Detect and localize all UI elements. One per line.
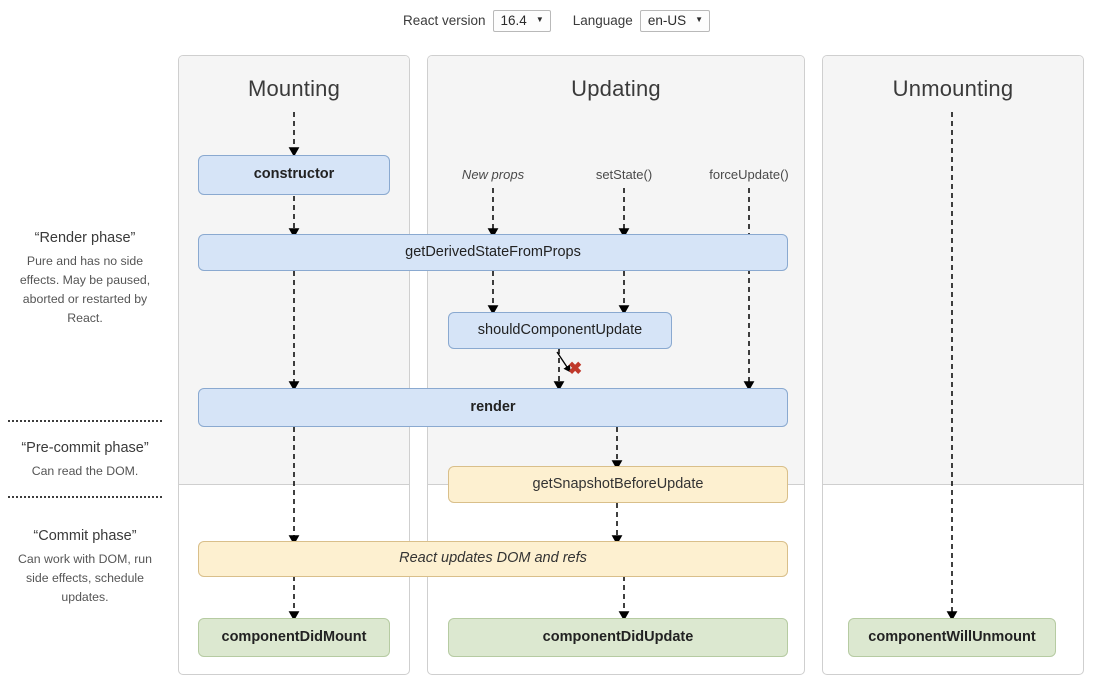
- phase-description: Can read the DOM.: [31, 464, 139, 478]
- column-unmounting: Unmounting: [822, 55, 1084, 675]
- node-component-did-mount[interactable]: componentDidMount: [198, 618, 390, 657]
- node-render[interactable]: render: [198, 388, 788, 427]
- react-version-control: React version 16.4 ▼: [402, 9, 551, 33]
- language-control: Language en-US ▼: [572, 9, 710, 33]
- phase-rail: “Render phase” Pure and has no side effe…: [0, 230, 170, 607]
- phase-title: “Pre-commit phase”: [21, 440, 149, 456]
- column-title: Updating: [571, 76, 661, 101]
- trigger-set-state: setState(): [595, 167, 653, 182]
- phase-commit: “Commit phase” Can work with DOM, run si…: [0, 498, 170, 607]
- trigger-new-props: New props: [461, 167, 525, 182]
- chevron-down-icon: ▼: [695, 14, 703, 24]
- language-value: en-US: [647, 12, 687, 28]
- toolbar: React version 16.4 ▼ Language en-US ▼: [0, 6, 1113, 36]
- trigger-force-update: forceUpdate(): [709, 167, 789, 182]
- phase-description: Pure and has no side effects. May be pau…: [19, 254, 151, 326]
- phase-divider: [8, 420, 162, 422]
- phase-divider: [8, 496, 162, 498]
- skip-render-x-icon: ✖: [568, 359, 583, 378]
- node-should-component-update[interactable]: shouldComponentUpdate: [448, 312, 672, 349]
- node-get-snapshot-before-update[interactable]: getSnapshotBeforeUpdate: [448, 466, 788, 503]
- phase-description: Can work with DOM, run side effects, sch…: [18, 552, 152, 605]
- column-updating: Updating: [427, 55, 805, 675]
- node-get-derived-state-from-props[interactable]: getDerivedStateFromProps: [198, 234, 788, 271]
- react-version-select[interactable]: 16.4 ▼: [492, 9, 551, 33]
- language-select[interactable]: en-US ▼: [639, 9, 710, 33]
- language-label: Language: [572, 13, 633, 29]
- node-constructor[interactable]: constructor: [198, 155, 390, 195]
- react-version-value: 16.4: [500, 12, 527, 28]
- column-title: Mounting: [247, 76, 341, 101]
- node-component-did-update[interactable]: componentDidUpdate: [448, 618, 788, 657]
- node-react-updates-dom-and-refs[interactable]: React updates DOM and refs: [198, 541, 788, 577]
- column-mounting: Mounting: [178, 55, 410, 675]
- phase-title: “Commit phase”: [33, 528, 137, 544]
- react-version-label: React version: [402, 13, 486, 29]
- phase-pre-commit: “Pre-commit phase” Can read the DOM.: [0, 422, 170, 496]
- column-title: Unmounting: [892, 76, 1014, 101]
- node-component-will-unmount[interactable]: componentWillUnmount: [848, 618, 1056, 657]
- column-render-region: [823, 56, 1083, 485]
- phase-title: “Render phase”: [34, 230, 136, 246]
- chevron-down-icon: ▼: [535, 14, 544, 24]
- phase-render: “Render phase” Pure and has no side effe…: [0, 230, 170, 420]
